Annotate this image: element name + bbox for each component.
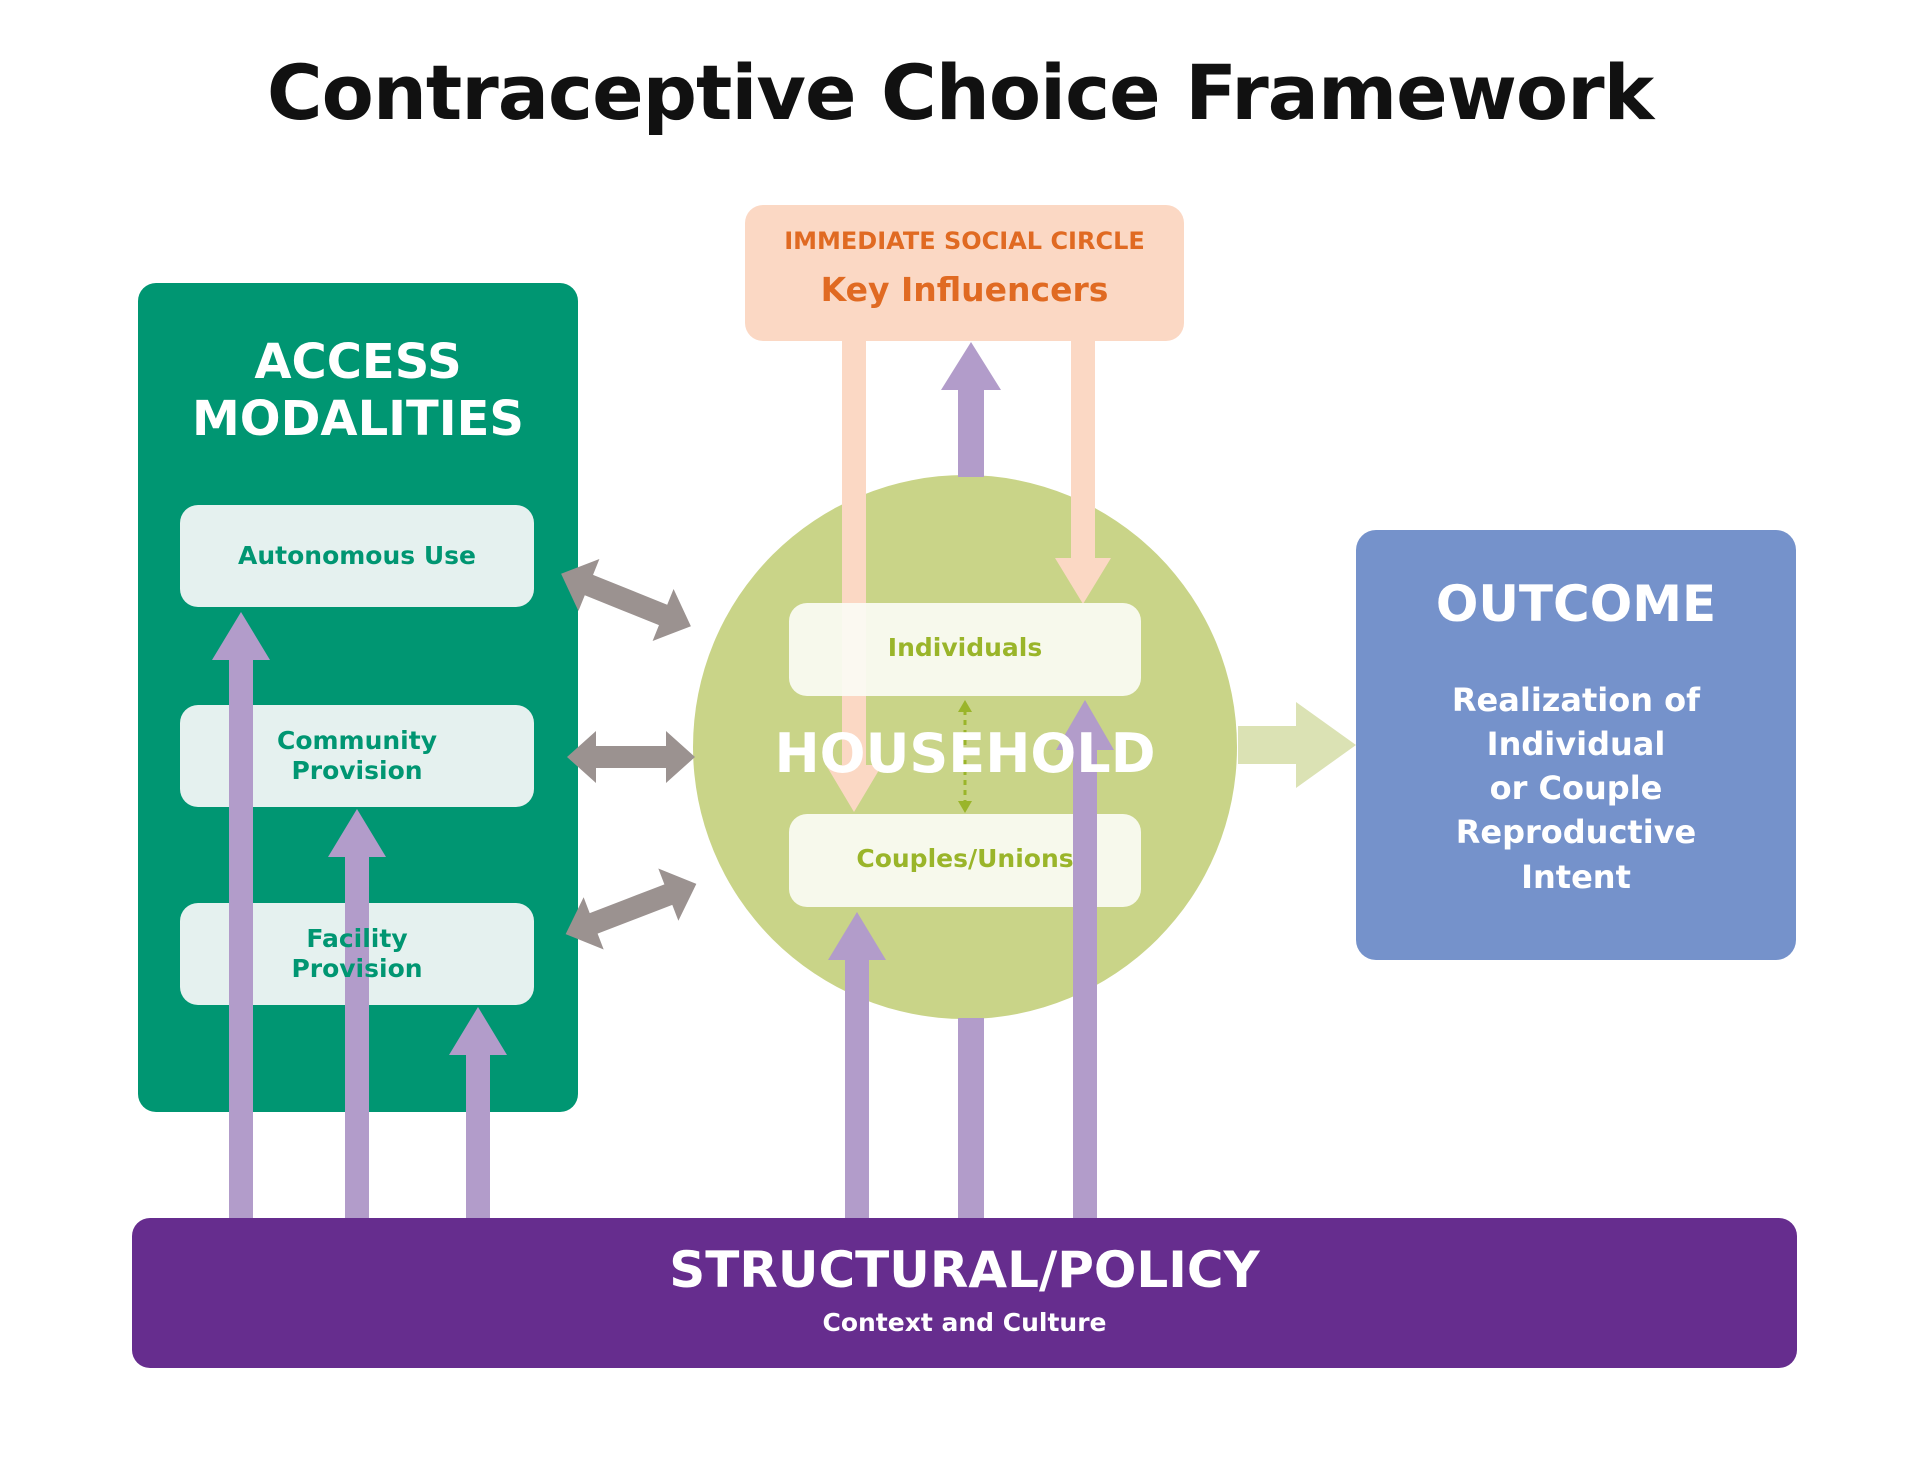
social-circle-box bbox=[745, 205, 1184, 341]
household-to-influencers-arrow bbox=[941, 342, 1001, 477]
household-title: HOUSEHOLD bbox=[774, 722, 1156, 785]
couples-unions-label: Couples/Unions bbox=[856, 844, 1074, 873]
access-title-line2: MODALITIES bbox=[192, 390, 524, 447]
social-circle-subtitle: IMMEDIATE SOCIAL CIRCLE bbox=[784, 227, 1145, 255]
access-title-line1: ACCESS bbox=[254, 334, 462, 390]
individuals-box[interactable] bbox=[789, 603, 1141, 696]
outcome-box bbox=[1356, 530, 1796, 960]
individual-couple-link-arrow bbox=[958, 700, 972, 813]
diagram-title: Contraceptive Choice Framework bbox=[266, 48, 1654, 137]
outcome-line-5: Intent bbox=[1521, 857, 1631, 896]
facility-household-arrow bbox=[565, 868, 697, 950]
community-provision-line2: Provision bbox=[291, 756, 423, 785]
facility-provision-label: Facility Provision bbox=[180, 903, 534, 1005]
household-to-outcome-arrow bbox=[1238, 702, 1356, 788]
individuals-label: Individuals bbox=[887, 633, 1043, 662]
couples-unions-box[interactable] bbox=[789, 814, 1141, 907]
structural-to-access-arrows bbox=[212, 612, 507, 1220]
structural-title: STRUCTURAL/POLICY bbox=[669, 1241, 1260, 1299]
autonomous-use-label: Autonomous Use bbox=[180, 505, 534, 607]
autonomous-use-text: Autonomous Use bbox=[238, 541, 476, 570]
outcome-line-3: or Couple bbox=[1489, 769, 1663, 808]
outcome-description: Realization of Individual or Couple Repr… bbox=[1356, 678, 1796, 899]
structural-to-household-arrows bbox=[828, 700, 1114, 1220]
access-household-arrows bbox=[561, 559, 697, 950]
community-household-arrow bbox=[567, 731, 695, 783]
social-circle-title: Key Influencers bbox=[820, 270, 1109, 309]
community-provision-box[interactable] bbox=[180, 705, 534, 807]
autonomous-use-box[interactable] bbox=[180, 505, 534, 607]
autonomous-household-arrow bbox=[561, 559, 691, 641]
outcome-line-1: Realization of bbox=[1451, 681, 1701, 719]
access-modalities-title: ACCESS MODALITIES bbox=[138, 334, 578, 447]
structural-subtitle: Context and Culture bbox=[822, 1308, 1107, 1337]
outcome-title: OUTCOME bbox=[1435, 575, 1717, 633]
facility-provision-line1: Facility bbox=[306, 924, 408, 953]
outcome-line-2: Individual bbox=[1486, 725, 1666, 764]
outcome-line-4: Reproductive bbox=[1455, 813, 1697, 852]
community-provision-line1: Community bbox=[276, 726, 438, 755]
community-provision-label: Community Provision bbox=[180, 705, 534, 807]
structural-policy-bar bbox=[132, 1218, 1797, 1368]
facility-provision-line2: Provision bbox=[291, 954, 423, 983]
